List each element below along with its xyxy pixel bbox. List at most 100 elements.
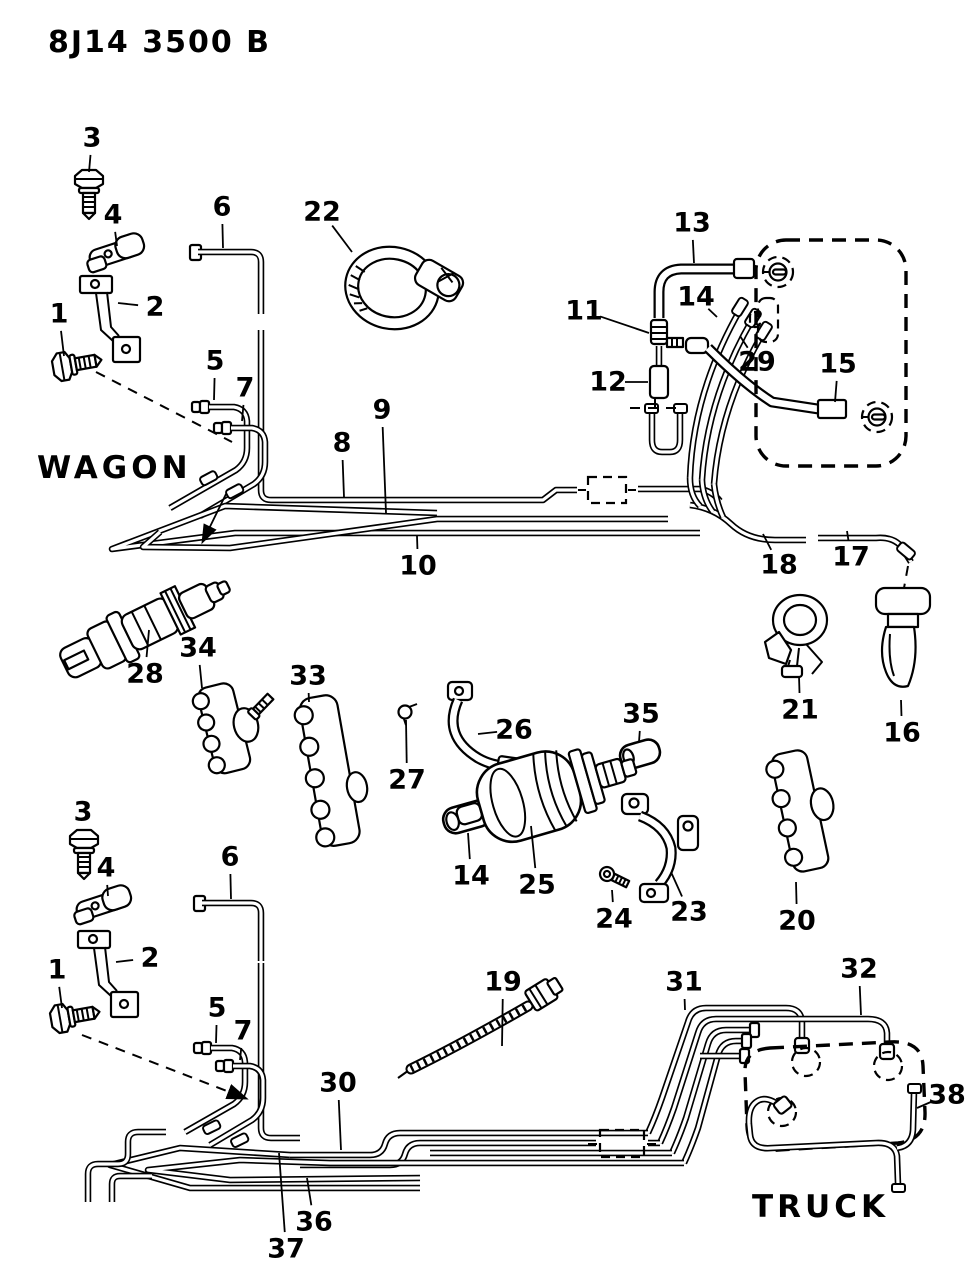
fitting-5-7-truck (183, 1040, 267, 1148)
bolt-1-icon (49, 344, 105, 384)
callout-23: 23 (670, 871, 708, 928)
callout-4: 4 (104, 200, 123, 247)
screw-24-icon (598, 865, 631, 889)
callout-5: 5 (206, 346, 225, 401)
truck-tank-outline (743, 1040, 927, 1193)
callout-2: 2 (115, 943, 160, 974)
svg-text:3: 3 (74, 797, 93, 828)
clamp-33-icon (293, 694, 369, 848)
callout-35: 35 (622, 699, 660, 743)
bracket-23-icon (620, 792, 700, 904)
bolt-1-icon (47, 996, 103, 1036)
svg-text:3: 3 (83, 123, 102, 154)
callout-5: 5 (208, 993, 227, 1044)
svg-text:38: 38 (928, 1080, 966, 1111)
svg-text:7: 7 (234, 1016, 253, 1047)
svg-text:14: 14 (452, 861, 490, 892)
clip-21-icon (763, 593, 829, 679)
hose-clamp-22-icon (344, 245, 465, 331)
svg-text:1: 1 (48, 955, 67, 986)
inline-connector-truck (598, 1128, 646, 1159)
callout-7: 7 (234, 1016, 253, 1061)
callout-28: 28 (126, 629, 164, 690)
callout-17: 17 (832, 530, 870, 573)
callout-6: 6 (213, 192, 232, 249)
connector-12-icon (648, 364, 670, 400)
callout-26: 26 (477, 715, 533, 746)
callout-15: 15 (819, 349, 857, 403)
svg-text:23: 23 (670, 897, 708, 928)
svg-text:4: 4 (104, 200, 123, 231)
callout-29: 29 (738, 335, 776, 378)
bracket-2-icon (78, 274, 142, 364)
svg-text:19: 19 (484, 967, 522, 998)
svg-text:27: 27 (388, 765, 426, 796)
clamp-4-icon (68, 881, 136, 927)
wagon-label: WAGON (37, 450, 192, 486)
callout-7: 7 (236, 373, 255, 422)
callout-21: 21 (781, 675, 819, 726)
svg-text:5: 5 (206, 346, 225, 377)
inline-connector-wagon (586, 475, 628, 505)
svg-text:26: 26 (495, 715, 533, 746)
svg-text:35: 35 (622, 699, 660, 730)
svg-text:9: 9 (373, 395, 392, 426)
regulator-28-icon (59, 580, 231, 679)
callout-16: 16 (883, 699, 921, 749)
callout-22: 22 (303, 197, 353, 253)
wagon-hardware-group (49, 168, 149, 384)
svg-text:10: 10 (399, 551, 437, 582)
clamp-4-icon (81, 229, 149, 275)
tube-6-truck (192, 894, 300, 1142)
harness-19-icon (397, 976, 564, 1079)
callout-6: 6 (221, 842, 239, 900)
callout-19: 19 (484, 967, 522, 1047)
callout-9: 9 (373, 395, 392, 514)
svg-text:28: 28 (126, 659, 164, 690)
svg-text:4: 4 (97, 853, 116, 884)
svg-text:7: 7 (236, 373, 255, 404)
callout-18: 18 (760, 533, 798, 581)
svg-text:36: 36 (295, 1207, 333, 1238)
callout-27: 27 (388, 719, 426, 796)
svg-text:18: 18 (760, 550, 798, 581)
svg-text:17: 17 (832, 542, 870, 573)
tube-6-wagon (188, 243, 284, 504)
svg-text:32: 32 (840, 954, 878, 985)
svg-text:5: 5 (208, 993, 227, 1024)
fuel-filter-25-icon (455, 748, 638, 844)
bolt-3-icon (68, 828, 100, 881)
svg-text:29: 29 (738, 347, 776, 378)
plug-16-icon (874, 586, 932, 688)
callout-8: 8 (333, 428, 351, 498)
svg-text:16: 16 (883, 718, 921, 749)
svg-text:2: 2 (141, 943, 160, 974)
clamp-20-icon (765, 749, 835, 873)
fitting-5-7-wagon (168, 399, 269, 519)
callout-32: 32 (840, 954, 878, 1016)
callout-3: 3 (74, 797, 93, 828)
callout-24: 24 (595, 889, 633, 935)
truck-label: TRUCK (752, 1189, 889, 1225)
hose-13-group (630, 257, 756, 411)
svg-text:25: 25 (518, 870, 556, 901)
svg-text:6: 6 (213, 192, 232, 223)
callout-38: 38 (916, 1080, 966, 1111)
diagram-title: 8J14 3500 B (48, 25, 271, 60)
wagon-tank-outline (748, 238, 908, 468)
wagon-pointer-lines (95, 371, 233, 545)
svg-text:2: 2 (146, 292, 165, 323)
svg-text:13: 13 (673, 208, 711, 239)
hose-15-group (684, 336, 848, 420)
callout-20: 20 (778, 881, 816, 937)
bracket-2-icon (76, 929, 140, 1019)
wagon-line-bundle (108, 403, 723, 553)
svg-text:14: 14 (677, 282, 715, 313)
callout-30: 30 (319, 1068, 357, 1151)
callout-31: 31 (665, 967, 703, 1011)
callout-14: 14 (452, 832, 490, 892)
callout-11: 11 (565, 296, 650, 334)
